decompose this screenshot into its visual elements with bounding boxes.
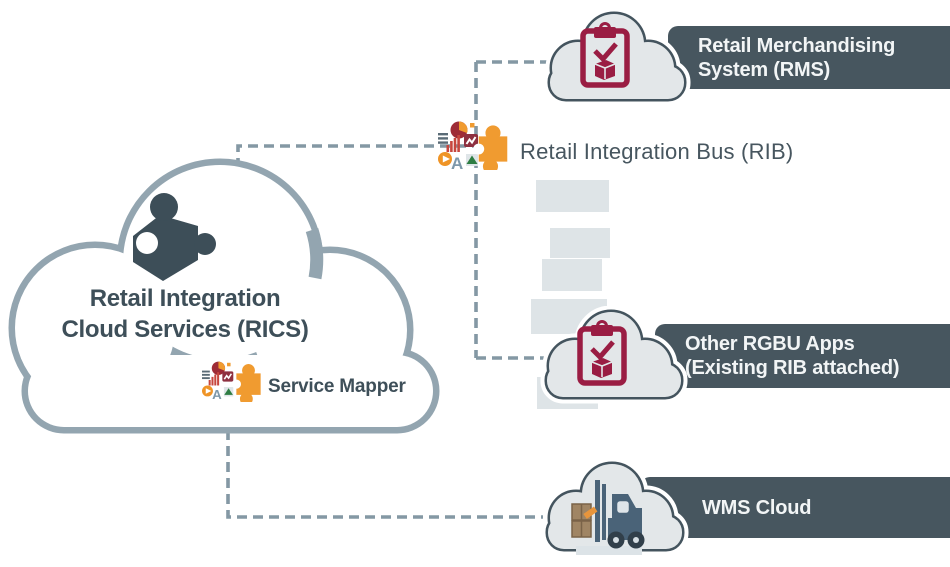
rics-title: Retail Integration Cloud Services (RICS)	[30, 283, 340, 345]
rib-puzzle-icon	[473, 125, 508, 170]
clipboard-check-icon	[577, 320, 627, 386]
rgbu-banner: Other RGBU Apps (Existing RIB attached)	[655, 324, 950, 388]
rgbu-label-line1: Other RGBU Apps	[685, 333, 855, 355]
rgbu-cloud	[540, 306, 688, 404]
rib-data-types-cluster-icon: A	[438, 121, 478, 169]
service-mapper-label: Service Mapper	[268, 376, 406, 397]
message-block-3	[542, 259, 602, 291]
rms-banner: Retail Merchandising System (RMS)	[668, 26, 950, 89]
rms-cloud	[543, 8, 691, 106]
rics-puzzle-icon	[133, 193, 216, 281]
connector-rics-to-wms	[226, 430, 543, 519]
wms-cloud	[541, 458, 689, 556]
clipboard-check-icon	[580, 22, 630, 88]
service-mapper-puzzle-icon	[232, 364, 261, 402]
wms-banner: WMS Cloud	[640, 477, 950, 538]
message-block-1	[536, 180, 609, 212]
rgbu-label-line2: (Existing RIB attached)	[685, 357, 900, 379]
message-block-2	[550, 228, 610, 258]
rms-label-line2: System (RMS)	[698, 58, 831, 81]
letter-a-icon: A	[451, 154, 463, 169]
service-mapper-data-types-cluster-icon: A	[202, 361, 234, 399]
rics-cloud	[8, 158, 440, 434]
rms-label-line1: Retail Merchandising	[698, 34, 896, 57]
rib-label: Retail Integration Bus (RIB)	[520, 139, 794, 164]
wms-label: WMS Cloud	[702, 496, 812, 519]
letter-a-icon: A	[212, 387, 222, 399]
rics-title-line2: Cloud Services (RICS)	[61, 316, 309, 343]
rics-title-line1: Retail Integration	[89, 285, 281, 312]
cloud-inner-curl	[305, 228, 324, 280]
forklift-icon	[571, 480, 645, 555]
